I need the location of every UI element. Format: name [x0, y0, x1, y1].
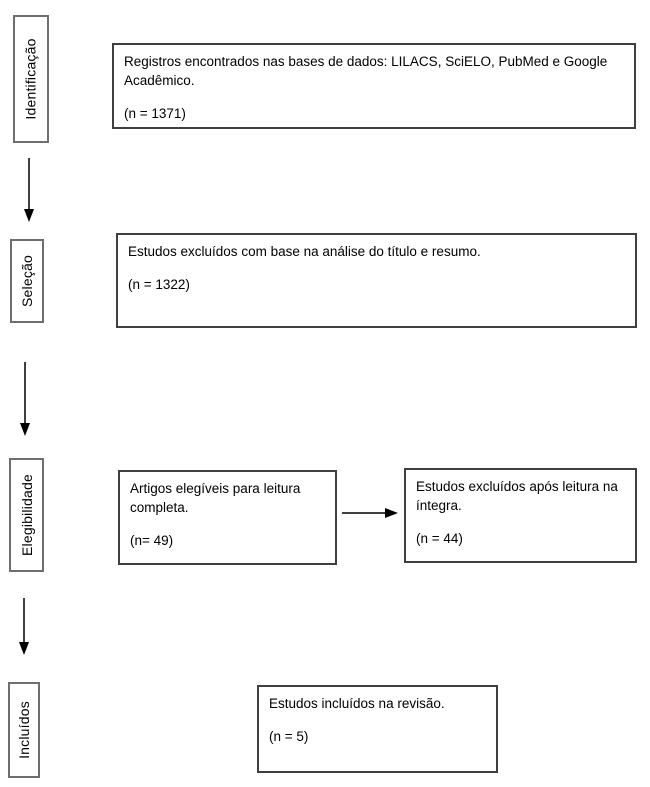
stage-label-identificacao: Identificação [23, 38, 39, 120]
eligible-full-text-text: Artigos elegíveis para leitura completa. [130, 481, 301, 515]
excluded-after-full-reading-count: (n = 44) [416, 531, 463, 546]
arrow-elegibilidade-to-incluidos-icon [19, 598, 29, 655]
records-identified-box: Registros encontrados nas bases de dados… [112, 43, 636, 129]
included-studies-box: Estudos incluídos na revisão. (n = 5) [257, 685, 498, 773]
eligible-full-text-count: (n= 49) [130, 533, 174, 548]
stage-label-elegibilidade: Elegibilidade [18, 474, 35, 556]
arrow-eligible-to-excluded-icon [342, 508, 398, 518]
included-studies-count: (n = 5) [269, 729, 309, 744]
stage-selecao: Seleção [10, 239, 44, 323]
records-identified-text: Registros encontrados nas bases de dados… [124, 54, 608, 88]
excluded-title-abstract-count: (n = 1322) [128, 277, 190, 292]
stage-label-selecao: Seleção [19, 255, 35, 307]
stage-incluidos: Incluídos [8, 682, 40, 778]
included-studies-text: Estudos incluídos na revisão. [269, 696, 445, 711]
arrow-identificacao-to-selecao-icon [24, 158, 34, 222]
stage-label-incluidos: Incluídos [16, 701, 32, 759]
excluded-title-abstract-box: Estudos excluídos com base na análise do… [116, 233, 637, 328]
stage-elegibilidade: Elegibilidade [9, 458, 44, 572]
excluded-after-full-reading-text: Estudos excluídos após leitura na íntegr… [416, 479, 618, 513]
records-identified-count: (n = 1371) [124, 106, 186, 121]
excluded-after-full-reading-box: Estudos excluídos após leitura na íntegr… [404, 468, 637, 563]
stage-identificacao: Identificação [13, 15, 49, 143]
arrow-selecao-to-elegibilidade-icon [20, 362, 30, 436]
excluded-title-abstract-text: Estudos excluídos com base na análise do… [128, 244, 481, 259]
eligible-full-text-box: Artigos elegíveis para leitura completa.… [118, 470, 337, 565]
